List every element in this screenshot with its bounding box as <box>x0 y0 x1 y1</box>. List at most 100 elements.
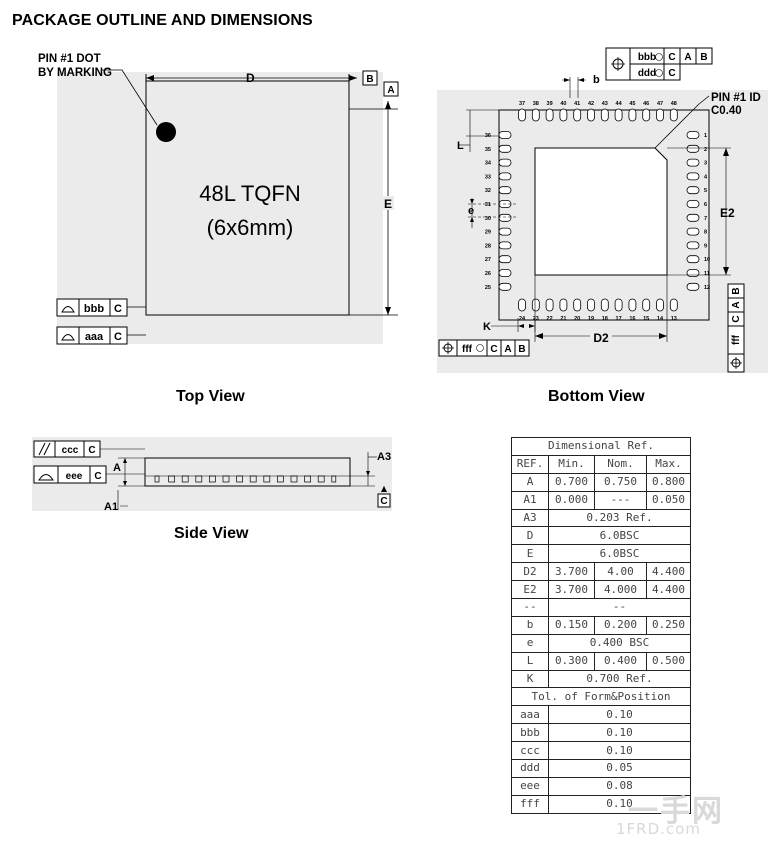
pin-top-43 <box>600 108 609 122</box>
svg-text:C: C <box>114 303 122 315</box>
side-view-caption: Side View <box>174 525 249 542</box>
dim-D-label: D <box>246 71 255 85</box>
column-header: REF. <box>511 454 549 474</box>
dim-E2-label: E2 <box>720 206 735 220</box>
side-lead <box>168 475 175 483</box>
pin-number: 38 <box>533 101 539 107</box>
watermark: 一手网 1FRD.com <box>616 786 724 838</box>
svg-text:eee: eee <box>66 471 83 482</box>
tolerance-frame-bbb: bbb C <box>56 298 128 317</box>
side-lead <box>249 475 257 483</box>
ref-cell: ddd <box>511 759 549 778</box>
pin-number: 30 <box>485 216 491 222</box>
ref-cell: L <box>511 651 549 671</box>
ref-cell: b <box>511 615 549 635</box>
side-package-body <box>144 457 351 487</box>
value-cell: 0.203 Ref. <box>548 508 691 528</box>
ref-cell: ccc <box>511 741 549 761</box>
table-row: REF.Min.Nom.Max. <box>511 454 691 474</box>
flatness-icon <box>38 474 54 481</box>
datum-B-label: B <box>366 74 373 85</box>
pin-left-30 <box>498 213 512 222</box>
max-cell: 0.800 <box>646 472 691 492</box>
package-body-outline <box>145 80 350 316</box>
pin-right-7 <box>686 213 700 222</box>
ref-cell: D2 <box>511 562 549 582</box>
svg-text:C: C <box>380 496 387 507</box>
pin-right-11 <box>686 269 700 277</box>
pin-right-5 <box>686 186 700 195</box>
pin-number: 6 <box>704 202 707 208</box>
side-lead <box>154 475 160 483</box>
pin-bottom-20 <box>573 298 582 312</box>
svg-text:C: C <box>668 68 675 79</box>
value-cell: 0.08 <box>548 776 691 796</box>
svg-text:C: C <box>731 315 742 322</box>
datum-C-box <box>377 493 391 508</box>
pin-bottom-23 <box>531 298 540 312</box>
side-lead <box>290 475 298 483</box>
svg-text:C: C <box>114 331 122 343</box>
pin-number: 34 <box>485 161 492 167</box>
pin-number: 8 <box>704 230 707 236</box>
pin-number: 46 <box>643 101 649 107</box>
pin-top-47 <box>656 108 664 122</box>
pin1-dot <box>156 122 176 142</box>
datum-A-label: A <box>387 85 394 96</box>
pin-number: 4 <box>704 174 708 180</box>
pin-number: 41 <box>574 101 580 107</box>
pin-right-12 <box>686 282 700 291</box>
max-cell: 0.250 <box>646 615 691 635</box>
pin-bottom-17 <box>614 298 623 312</box>
pin-number: 47 <box>657 101 663 107</box>
pin-number: 25 <box>485 285 491 291</box>
svg-text:ddd: ddd <box>638 68 656 79</box>
value-cell: 0.10 <box>548 741 691 761</box>
parallelism-frame-ccc: ccc C <box>33 440 101 458</box>
pin-top-42 <box>587 108 595 122</box>
max-cell: 0.500 <box>646 651 691 671</box>
svg-text:bbb: bbb <box>84 303 104 315</box>
pin-number: 22 <box>547 316 553 322</box>
datum-B-box <box>362 70 378 86</box>
dim-A1-label: A1 <box>104 501 118 513</box>
pin-left-34 <box>498 158 512 167</box>
pin-bottom-22 <box>545 298 554 312</box>
min-cell: 3.700 <box>548 562 595 582</box>
pin-right-6 <box>686 200 700 208</box>
min-cell: 0.300 <box>548 651 595 671</box>
pin-left-29 <box>498 227 512 236</box>
exposed-pad <box>534 147 668 276</box>
nom-cell: --- <box>594 490 647 510</box>
pin-number: 21 <box>560 316 566 322</box>
flatness-icon <box>61 306 75 313</box>
value-cell: 0.10 <box>548 794 691 814</box>
pin-left-33 <box>498 172 512 181</box>
pin-number: 9 <box>704 243 707 249</box>
pin-number: 26 <box>485 271 491 277</box>
max-cell: 0.050 <box>646 490 691 510</box>
side-view-diagram: ccc C eee C A A1 A3 C <box>32 437 392 513</box>
pin-left-35 <box>498 144 512 153</box>
package-name-line2: (6x6mm) <box>207 215 294 240</box>
pin-bottom-15 <box>642 298 651 312</box>
pin-number: 28 <box>485 243 491 249</box>
pin-number: 7 <box>704 216 707 222</box>
ref-cell: K <box>511 669 549 689</box>
table-row: Dimensional Ref. <box>511 437 691 456</box>
pin-number: 1 <box>704 133 707 139</box>
pin-left-32 <box>498 186 512 195</box>
side-lead <box>181 475 189 483</box>
pin-left-26 <box>498 269 512 277</box>
pin-number: 5 <box>704 188 707 194</box>
svg-text:B: B <box>518 344 525 355</box>
pin-right-4 <box>686 172 700 181</box>
